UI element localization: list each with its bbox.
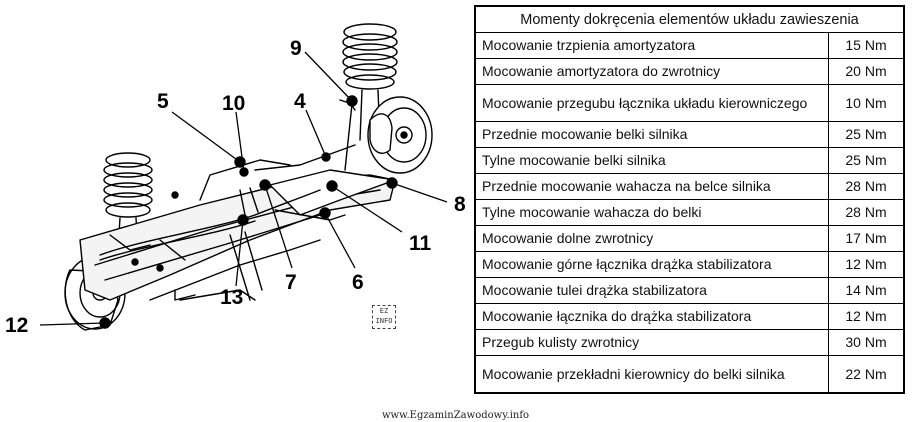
- row-name: Mocowanie przekładni kierownicy do belki…: [474, 355, 829, 394]
- right-control-arm: [269, 169, 396, 221]
- ez-info-logo: EZ INFO: [372, 305, 396, 329]
- callout-7: 7: [285, 271, 297, 294]
- row-value: 25 Nm: [828, 121, 905, 148]
- row-name: Mocowanie górne łącznika drążka stabiliz…: [474, 251, 829, 278]
- row-name: Przednie mocowanie belki silnika: [474, 121, 829, 148]
- row-value: 10 Nm: [828, 84, 905, 122]
- right-brake-disc: [367, 96, 433, 174]
- row-value: 15 Nm: [828, 32, 905, 59]
- row-value: 12 Nm: [828, 303, 905, 330]
- row-value: 14 Nm: [828, 277, 905, 304]
- leader-lines: [39, 51, 448, 326]
- callout-6: 6: [352, 271, 364, 294]
- table-row: Mocowanie łącznika do drążka stabilizato…: [474, 303, 905, 330]
- callout-11: 11: [409, 232, 432, 255]
- suspension-diagram: 9 5 10 4 8 11 7 6 13 12 EZ INFO www.Egza…: [5, 23, 529, 421]
- row-value: 28 Nm: [828, 199, 905, 226]
- torque-table-header: Momenty dokręcenia elementów układu zawi…: [474, 5, 905, 33]
- row-name: Tylne mocowanie belki silnika: [474, 147, 829, 174]
- row-name: Mocowanie dolne zwrotnicy: [474, 225, 829, 252]
- callout-8: 8: [454, 193, 466, 216]
- row-value: 30 Nm: [828, 329, 905, 356]
- table-row: Przednie mocowanie wahacza na belce siln…: [474, 173, 905, 200]
- row-value: 20 Nm: [828, 58, 905, 85]
- row-value: 17 Nm: [828, 225, 905, 252]
- row-name: Tylne mocowanie wahacza do belki: [474, 199, 829, 226]
- row-name: Mocowanie amortyzatora do zwrotnicy: [474, 58, 829, 85]
- row-name: Przednie mocowanie wahacza na belce siln…: [474, 173, 829, 200]
- table-row: Mocowanie górne łącznika drążka stabiliz…: [474, 251, 905, 278]
- row-name: Mocowanie przegubu łącznika układu kiero…: [474, 84, 829, 122]
- callout-5: 5: [157, 90, 169, 113]
- callout-4: 4: [294, 90, 306, 113]
- table-row: Mocowanie przegubu łącznika układu kiero…: [474, 84, 905, 122]
- torque-table: Momenty dokręcenia elementów układu zawi…: [474, 5, 905, 394]
- callout-12: 12: [5, 314, 29, 337]
- row-name: Mocowanie trzpienia amortyzatora: [474, 32, 829, 59]
- callout-13: 13: [220, 286, 244, 309]
- row-name: Mocowanie łącznika do drążka stabilizato…: [474, 303, 829, 330]
- watermark: www.EgzaminZawodowy.info: [382, 410, 530, 421]
- row-name: Mocowanie tulei drążka stabilizatora: [474, 277, 829, 304]
- row-value: 22 Nm: [828, 355, 905, 394]
- callout-10: 10: [222, 92, 246, 115]
- suspension-drawing: [39, 23, 448, 331]
- row-value: 12 Nm: [828, 251, 905, 278]
- table-row: Mocowanie przekładni kierownicy do belki…: [474, 355, 905, 394]
- row-name: Przegub kulisty zwrotnicy: [474, 329, 829, 356]
- callout-9: 9: [290, 37, 302, 60]
- row-value: 25 Nm: [828, 147, 905, 174]
- row-value: 28 Nm: [828, 173, 905, 200]
